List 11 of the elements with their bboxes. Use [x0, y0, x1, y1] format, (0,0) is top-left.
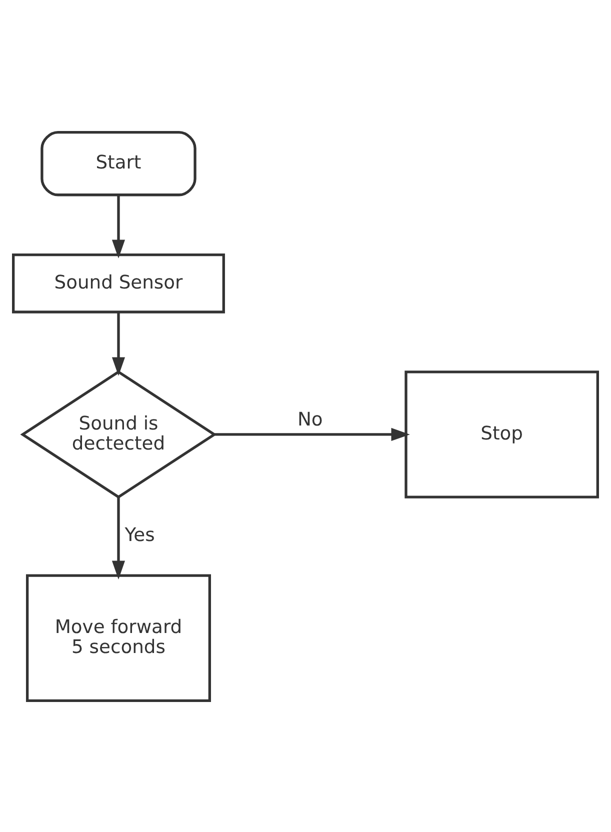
- edge-label: Yes: [124, 524, 155, 546]
- arrow: [214, 427, 410, 440]
- node-diamond: Sound is dectected: [20, 370, 217, 498]
- arrow: [112, 194, 126, 258]
- node-box: Stop: [404, 370, 599, 498]
- node-box: Move forward 5 seconds: [26, 574, 211, 702]
- node-box: Start: [40, 130, 196, 196]
- node-box: Sound Sensor: [12, 252, 225, 313]
- edge-label: No: [297, 408, 323, 430]
- arrow: [112, 312, 126, 376]
- arrow: [112, 496, 126, 579]
